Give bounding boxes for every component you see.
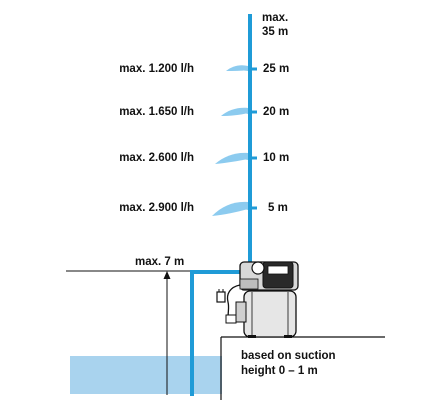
height-label-10m: 10 m [263, 152, 290, 164]
suction-max-label: max. 7 m [135, 256, 185, 268]
max-head-label: max. [262, 12, 289, 24]
power-plug-icon [216, 291, 226, 303]
pressure-gauge-icon [251, 261, 265, 275]
spray-10m [215, 152, 248, 164]
suction-note-line2: height 0 – 1 m [241, 365, 318, 377]
pump-illustration [216, 261, 299, 338]
max-head-value: 35 m [262, 26, 289, 38]
suction-arrow-head [163, 271, 171, 279]
flow-label-25m: max. 1.200 l/h [119, 63, 194, 75]
height-label-20m: 20 m [263, 106, 290, 118]
spray-25m [226, 65, 248, 71]
flow-label-5m: max. 2.900 l/h [119, 202, 194, 214]
suction-note-line1: based on suction [241, 350, 336, 362]
spray-5m [212, 201, 248, 216]
height-label-25m: 25 m [263, 63, 290, 75]
water-body [70, 356, 222, 394]
flow-label-10m: max. 2.600 l/h [119, 152, 194, 164]
spray-20m [221, 107, 248, 116]
height-label-5m: 5 m [268, 202, 288, 214]
water-sprays [212, 65, 248, 216]
flow-label-20m: max. 1.650 l/h [119, 106, 194, 118]
suction-pipe [190, 270, 240, 396]
